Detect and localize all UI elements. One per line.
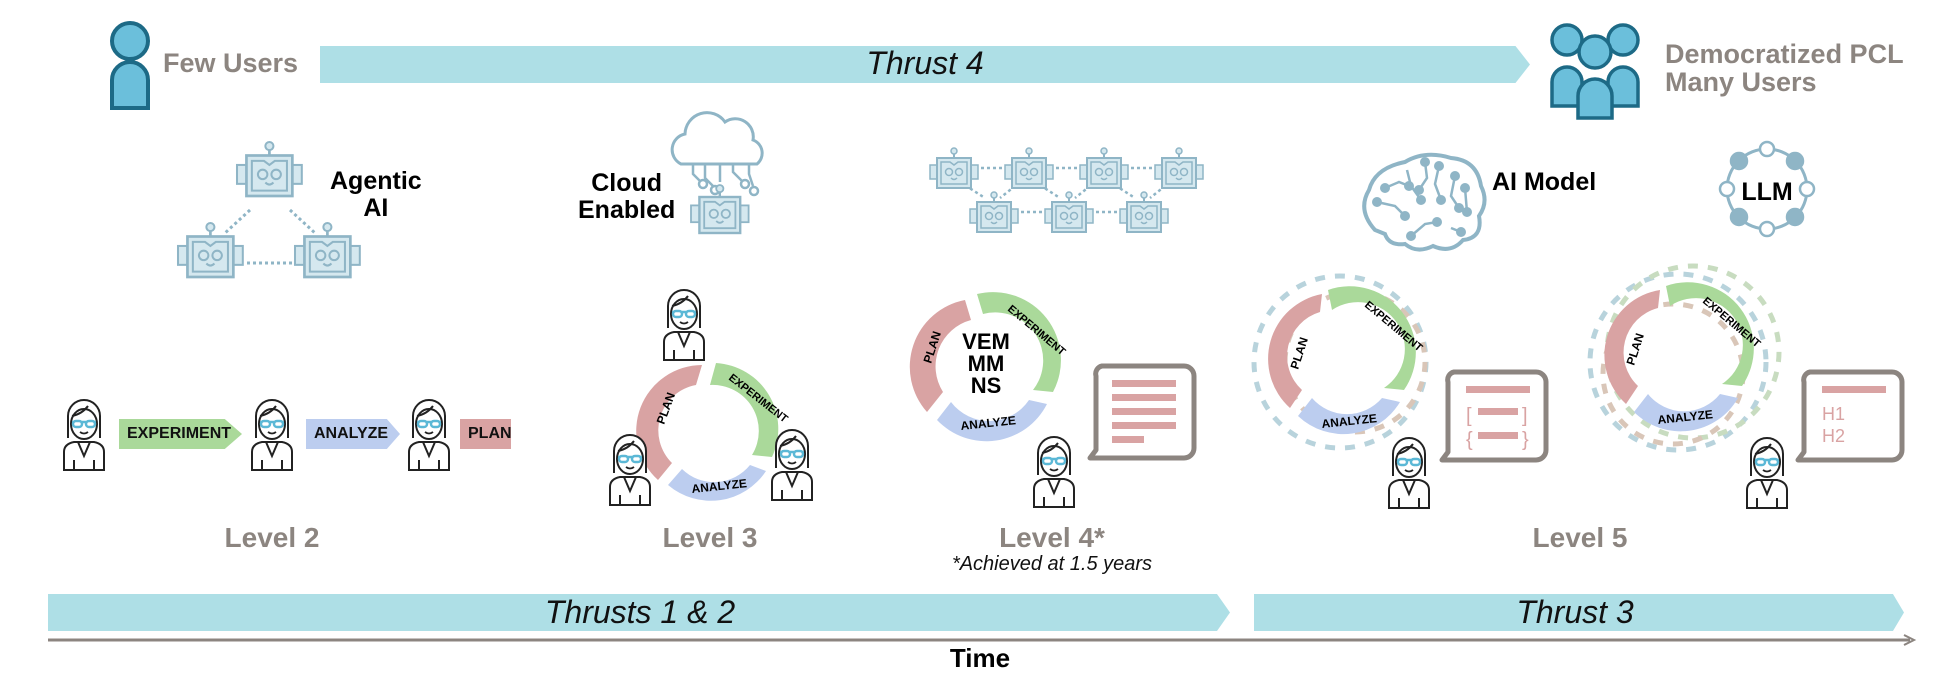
scientist-icon: [662, 288, 706, 362]
scientist-icon: [1745, 436, 1789, 510]
cycle-analyze-label: ANALYZE: [1657, 407, 1714, 427]
scientist-icon: [1387, 436, 1431, 510]
hypothesis-bubble-icon: H1 H2: [1795, 369, 1905, 463]
experiment-step-arrow: EXPERIMENT: [119, 419, 242, 449]
level-5-cycle-b: PLAN EXPERIMENT ANALYZE: [1587, 263, 1782, 453]
svg-text:{: {: [1466, 429, 1473, 451]
ai-line: AI: [363, 194, 389, 222]
robot-network-icon: [929, 147, 1204, 233]
thrust-4-bar: [320, 46, 1530, 83]
plan-step-label: PLAN: [468, 425, 512, 442]
svg-text:[: [: [1466, 405, 1472, 427]
cycle-analyze-segment: [668, 465, 766, 501]
thrust-3-bar: [1254, 594, 1904, 631]
scientist-icon: [62, 398, 106, 472]
vem-mm-ns-label: VEM MM NS: [958, 331, 1014, 397]
enabled-line: Enabled: [578, 196, 676, 224]
cycle-plan-segment: [636, 365, 702, 480]
few-users-label: Few Users: [163, 48, 299, 78]
svg-text:}: }: [1522, 429, 1529, 451]
agentic-ai-label: Agentic AI: [330, 168, 422, 222]
mm-line: MM: [967, 351, 1005, 376]
level-4-label: Level 4*: [999, 522, 1105, 553]
ns-line: NS: [970, 373, 1002, 398]
scientist-icon: [608, 433, 652, 507]
level-5-label: Level 5: [1532, 522, 1628, 553]
thrust-4-label: Thrust 4: [866, 45, 984, 81]
agentic-line: Agentic: [330, 167, 422, 195]
level-2-label: Level 2: [224, 522, 320, 553]
level-4-footnote: *Achieved at 1.5 years: [951, 553, 1153, 575]
thrust-3-label: Thrust 3: [1516, 594, 1634, 630]
cycle-analyze-label: ANALYZE: [1321, 411, 1378, 431]
level-4-cycle: PLAN EXPERIMENT ANALYZE: [909, 292, 1068, 442]
level-5-cycle-a: PLAN EXPERIMENT ANALYZE: [1251, 273, 1429, 451]
code-bubble-icon: [ ] { }: [1439, 369, 1549, 463]
llm-label: LLM: [1741, 178, 1793, 206]
scientist-icon: [770, 428, 814, 502]
cycle-analyze-label: ANALYZE: [960, 413, 1017, 433]
h2-line: H2: [1822, 426, 1845, 446]
scientist-icon: [407, 398, 451, 472]
level-3-cycle: PLAN EXPERIMENT ANALYZE: [636, 363, 790, 501]
h1-line: H1: [1822, 404, 1845, 424]
time-axis-arrow: [48, 634, 1917, 646]
cycle-analyze-label: ANALYZE: [691, 476, 748, 496]
cloud-line: Cloud: [591, 169, 663, 197]
scientist-icon: [1032, 435, 1076, 509]
thrusts-1-2-bar: [48, 594, 1230, 631]
text-report-bubble-icon: [1087, 363, 1197, 461]
experiment-step-label: EXPERIMENT: [127, 425, 232, 442]
many-users-line: Many Users: [1665, 67, 1817, 97]
svg-text:]: ]: [1522, 405, 1528, 427]
cycle-plan-label: PLAN: [1624, 332, 1647, 367]
democratized-pcl-line: Democratized PCL: [1665, 39, 1904, 69]
time-axis-label: Time: [949, 643, 1011, 673]
ai-model-label: AI Model: [1492, 168, 1597, 196]
single-user-icon: [110, 21, 150, 110]
llm-network-icon: [1718, 140, 1816, 238]
level-3-label: Level 3: [662, 522, 758, 553]
cloud-enabled-label: Cloud Enabled: [578, 170, 675, 224]
democratized-pcl-label: Democratized PCL Many Users: [1665, 40, 1904, 96]
vem-line: VEM: [962, 329, 1010, 354]
cloud-robot-icon: [670, 111, 764, 235]
thrusts-1-2-label: Thrusts 1 & 2: [544, 594, 736, 630]
brain-network-icon: [1362, 152, 1487, 252]
cycle-plan-label: PLAN: [1288, 336, 1311, 371]
analyze-step-label: ANALYZE: [314, 425, 389, 442]
analyze-step-arrow: ANALYZE: [306, 419, 400, 449]
many-users-icon: [1550, 23, 1640, 120]
plan-step-box: PLAN: [460, 419, 512, 449]
agentic-ai-robots-icon: [176, 140, 362, 279]
scientist-icon: [250, 398, 294, 472]
cycle-experiment-segment: [710, 363, 779, 457]
